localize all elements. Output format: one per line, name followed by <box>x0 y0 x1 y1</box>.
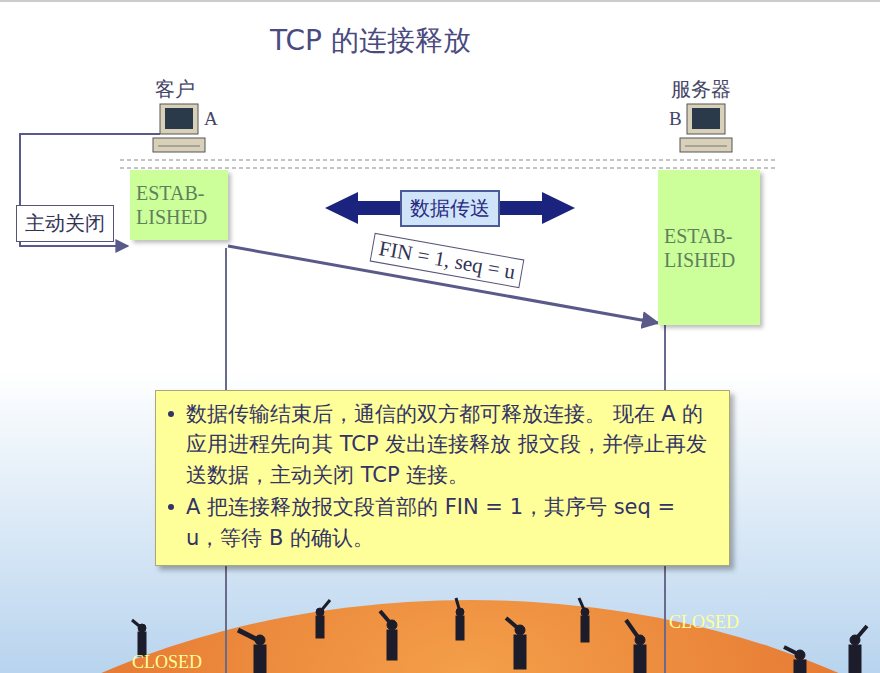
bullet-dot <box>168 411 174 417</box>
double-arrow <box>325 192 575 224</box>
bullet-dot <box>168 504 174 510</box>
node-text: 主动关闭 <box>25 210 105 237</box>
slide-title: TCP 的连接释放 <box>270 22 471 60</box>
state-label: CLOSED <box>132 652 202 673</box>
node-text: ESTAB- LISHED <box>664 224 754 272</box>
state-text-holder: ESTAB- LISHED <box>664 224 754 272</box>
process-box: 数据传送 <box>400 190 500 227</box>
state-text-holder: ESTAB- LISHED <box>136 181 222 229</box>
state-label: CLOSED <box>669 612 739 633</box>
computer-icon <box>680 104 732 152</box>
state-box: ESTAB- LISHED <box>130 170 228 240</box>
host-letter: A <box>204 108 218 130</box>
node-text: ESTAB- LISHED <box>136 181 222 229</box>
bullet-text: A 把连接释放报文段首部的 FIN = 1，其序号 seq = u，等待 B 的… <box>186 492 715 553</box>
state-box: ESTAB- LISHED <box>658 170 760 325</box>
action-box: 主动关闭 <box>16 205 114 242</box>
note-box: 数据传输结束后，通信的双方都可释放连接。 现在 A 的应用进程先向其 TCP 发… <box>155 390 730 566</box>
node-text: 数据传送 <box>410 195 490 222</box>
bullet-text: 数据传输结束后，通信的双方都可释放连接。 现在 A 的应用进程先向其 TCP 发… <box>186 399 715 490</box>
host-name: 客户 <box>155 76 195 103</box>
host-letter: B <box>669 108 682 130</box>
host-name: 服务器 <box>671 76 731 103</box>
computer-icon <box>153 104 205 152</box>
